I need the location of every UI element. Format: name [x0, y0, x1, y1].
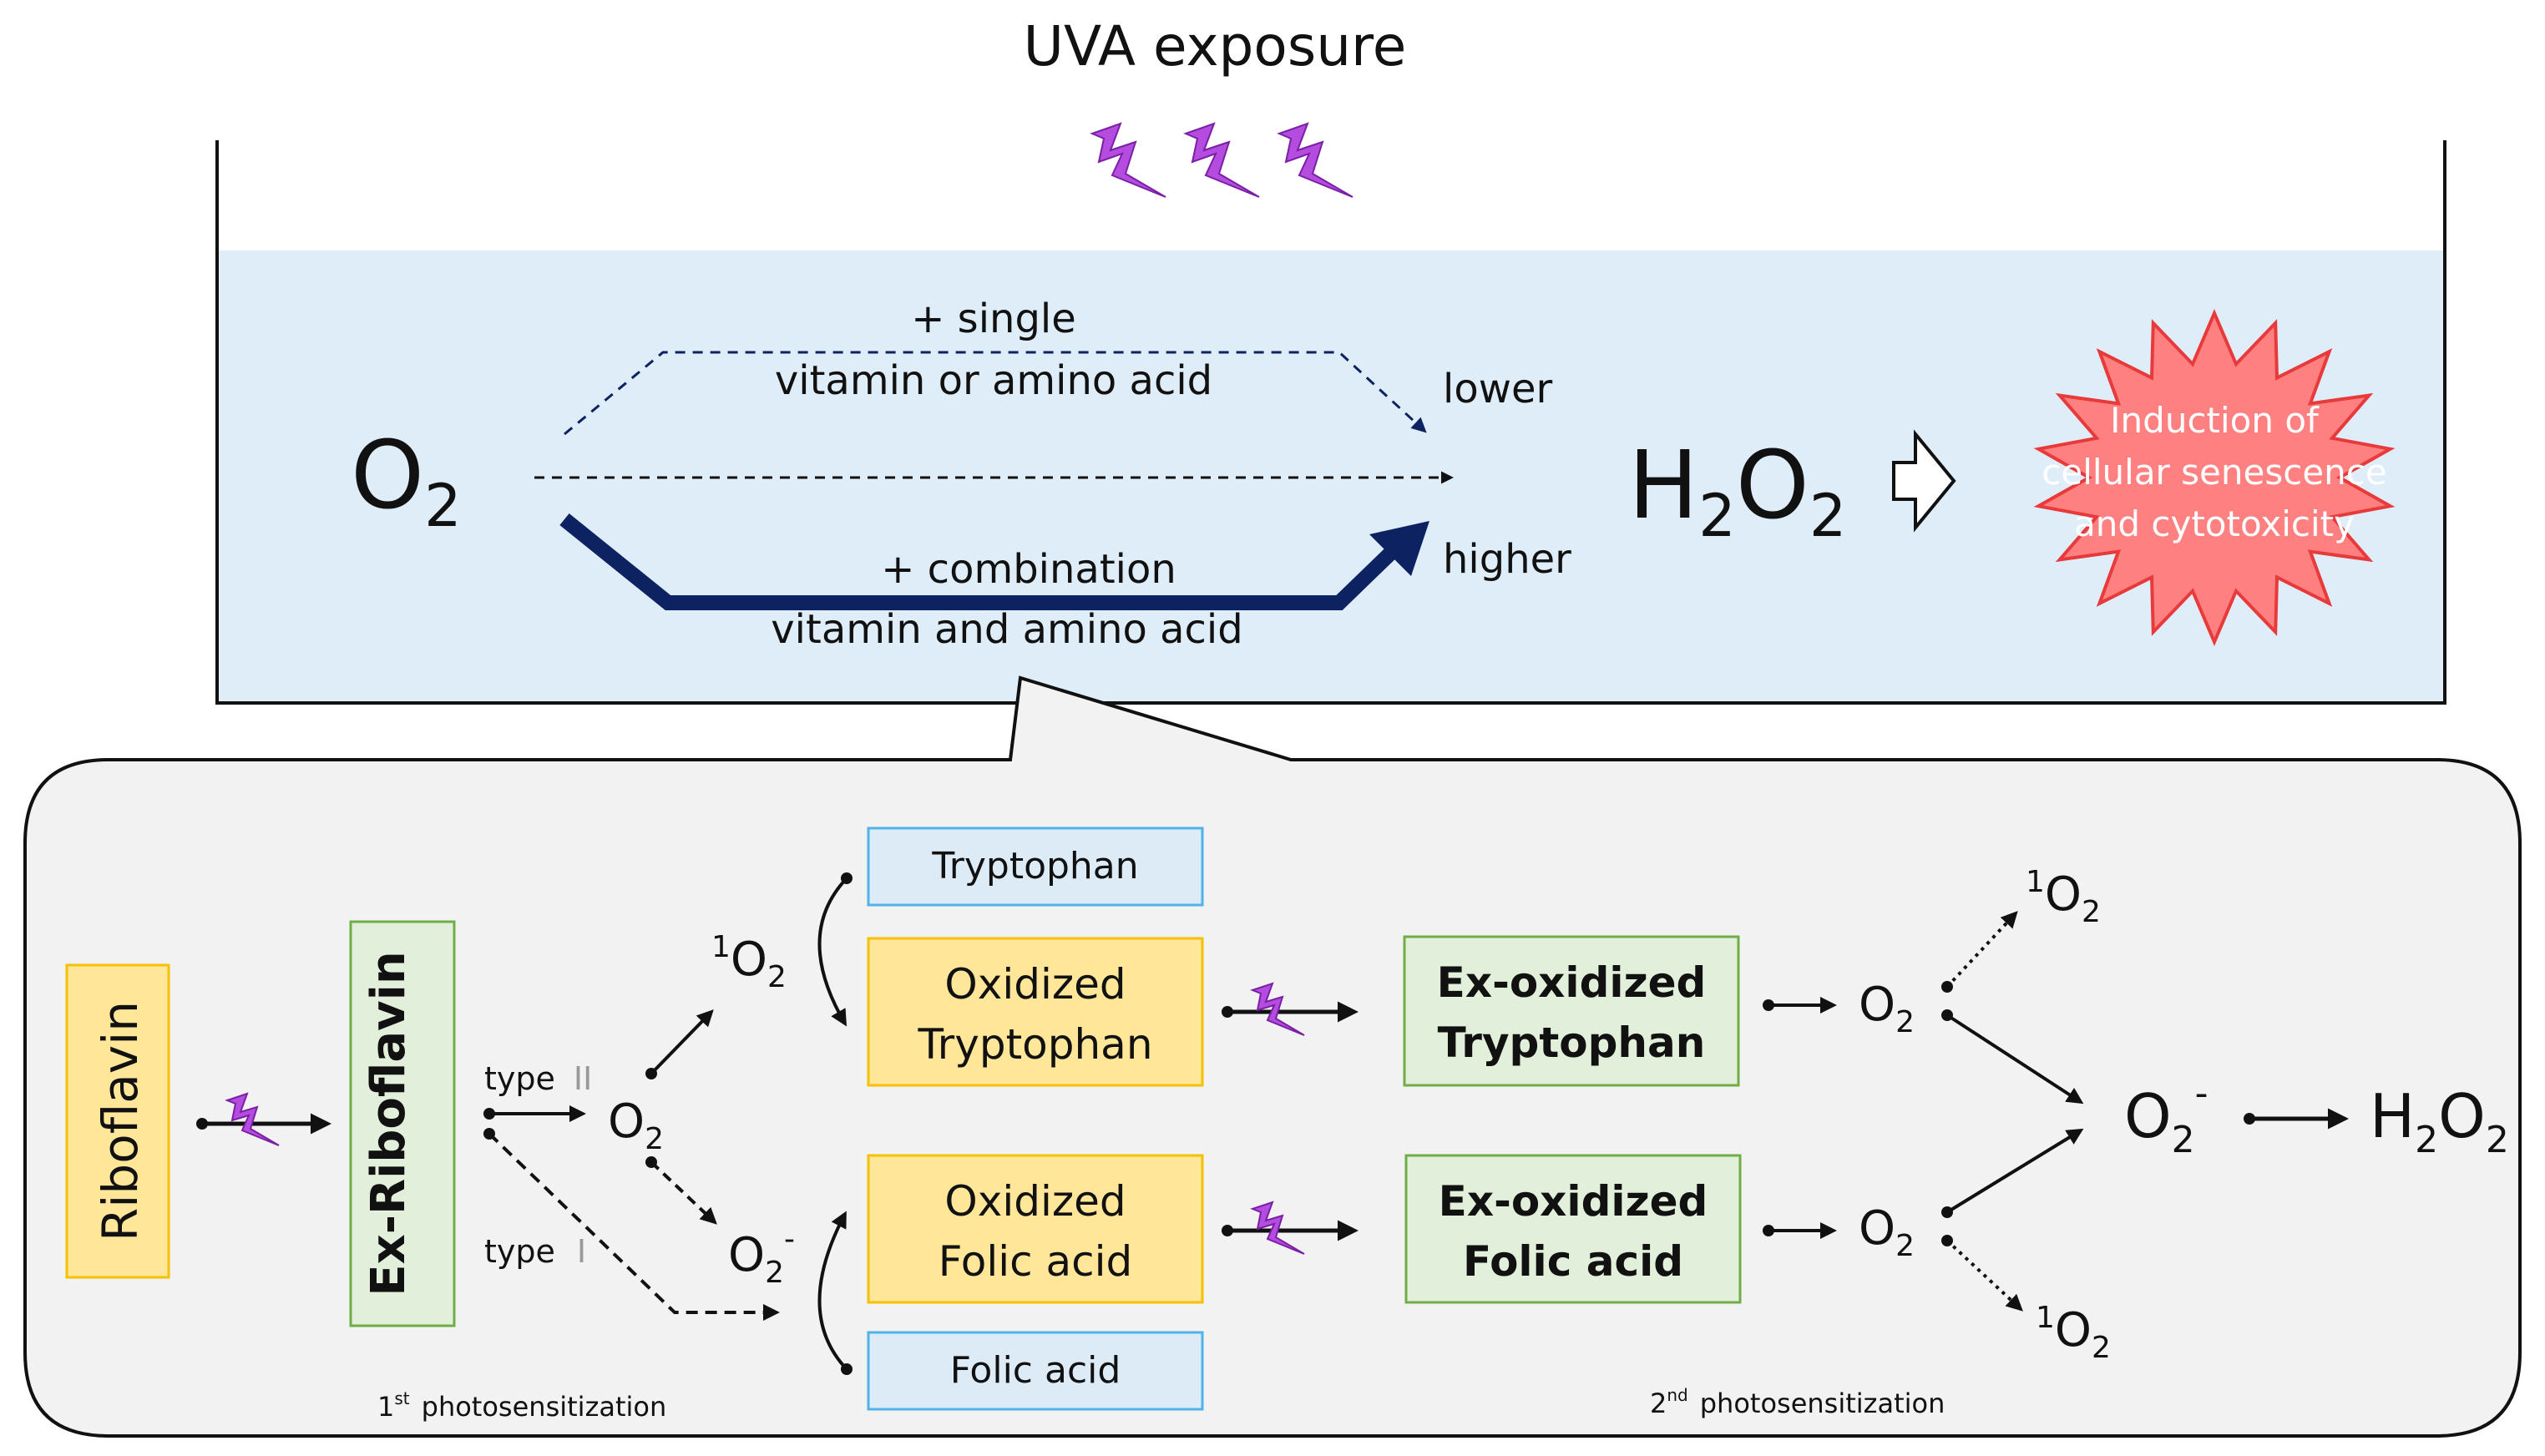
upper-o2-label: O2	[351, 422, 462, 540]
second-singlet-bottom-label: 1O2	[2036, 1301, 2111, 1365]
uva-exposure-title: UVA exposure	[1024, 14, 1407, 78]
oxidized-folic-acid-line2: Folic acid	[939, 1237, 1133, 1286]
single-addition-arrow	[564, 351, 1427, 436]
type-i-arrow	[488, 1132, 780, 1321]
tryptophan-label: Tryptophan	[931, 845, 1138, 887]
second-o2-bottom-label: O2	[1859, 1201, 1915, 1263]
bottom-to-singlet-arrow	[1945, 1239, 2023, 1312]
oxidized-folic-acid-box	[867, 1154, 1204, 1304]
final-superoxide-label: O2-	[2124, 1072, 2209, 1161]
ex-oxidized-folic-acid-box	[1404, 1154, 1742, 1304]
combination-label-line1: + combination	[881, 546, 1176, 593]
second-singlet-top-label: 1O2	[2026, 865, 2101, 929]
combination-addition-arrow	[559, 513, 1399, 610]
oxidized-folic-acid-line1: Oxidized	[944, 1177, 1126, 1226]
culture-medium-panel	[215, 140, 2446, 705]
folic-acid-box	[867, 1331, 1204, 1411]
to-singlet-oxygen-arrow	[650, 1009, 714, 1075]
oxidized-tryptophan-line2: Tryptophan	[917, 1020, 1152, 1069]
ex-oxidized-tryptophan-line1: Ex-oxidized	[1437, 958, 1707, 1007]
riboflavin-box	[65, 963, 170, 1279]
mechanism-callout-panel	[23, 675, 2522, 1438]
starburst-shape	[2033, 308, 2396, 647]
second-o2-top-label: O2	[1859, 978, 1915, 1039]
medium-water-fill	[219, 250, 2445, 701]
superoxide-label: O2-	[728, 1222, 795, 1290]
oxidized-tryptophan-line1: Oxidized	[944, 960, 1126, 1009]
folic-acid-oxidation-curve	[817, 1211, 848, 1371]
to-superoxide-arrow	[650, 1160, 717, 1225]
bottom-to-superoxide-arrow	[1945, 1128, 2084, 1214]
lightning-icon	[1278, 123, 1353, 198]
tryptophan-box	[867, 827, 1204, 907]
single-label-line2: vitamin or amino acid	[775, 357, 1212, 404]
star-text-line1: Induction of	[2110, 400, 2320, 441]
final-h2o2-label: H2O2	[2370, 1081, 2509, 1161]
container-outline	[215, 140, 2446, 705]
ex-oxidized-tryptophan-line2: Tryptophan	[1438, 1019, 1706, 1067]
hollow-arrow-icon	[1892, 429, 1956, 533]
folic-acid-label: Folic acid	[950, 1349, 1121, 1392]
ex-riboflavin-label: Ex-Riboflavin	[362, 951, 416, 1296]
singlet-oxygen-label: 1O2	[711, 930, 787, 994]
riboflavin-label: Riboflavin	[92, 1001, 149, 1241]
cytotoxicity-starburst: Induction of cellular senescence and cyt…	[2033, 308, 2396, 647]
top-to-singlet-arrow	[1945, 911, 2018, 988]
combination-arrowhead	[1369, 521, 1429, 576]
tryptophan-oxidation-curve	[817, 877, 848, 1027]
higher-label: higher	[1443, 536, 1571, 583]
top-to-superoxide-arrow	[1945, 1014, 2084, 1105]
oxidized-tryptophan-box	[867, 937, 1204, 1087]
single-label-line1: + single	[911, 296, 1076, 342]
lightning-icon	[1091, 123, 1166, 198]
upper-h2o2-label: H2O2	[1628, 432, 1846, 550]
lower-label: lower	[1443, 366, 1552, 412]
lightning-icon	[1185, 123, 1260, 198]
combination-label-line2: vitamin and amino acid	[771, 606, 1242, 653]
ex-riboflavin-box	[349, 920, 456, 1327]
ex-oxidized-tryptophan-box	[1403, 935, 1740, 1087]
intermediate-o2-label: O2	[608, 1095, 664, 1156]
ex-oxidized-folic-acid-line1: Ex-oxidized	[1439, 1177, 1708, 1226]
star-text-line3: and cytotoxicity	[2074, 503, 2355, 544]
star-text-line2: cellular senescence	[2042, 452, 2386, 493]
ex-oxidized-folic-acid-line2: Folic acid	[1463, 1237, 1683, 1286]
uva-lightning-icons	[1091, 123, 1353, 198]
